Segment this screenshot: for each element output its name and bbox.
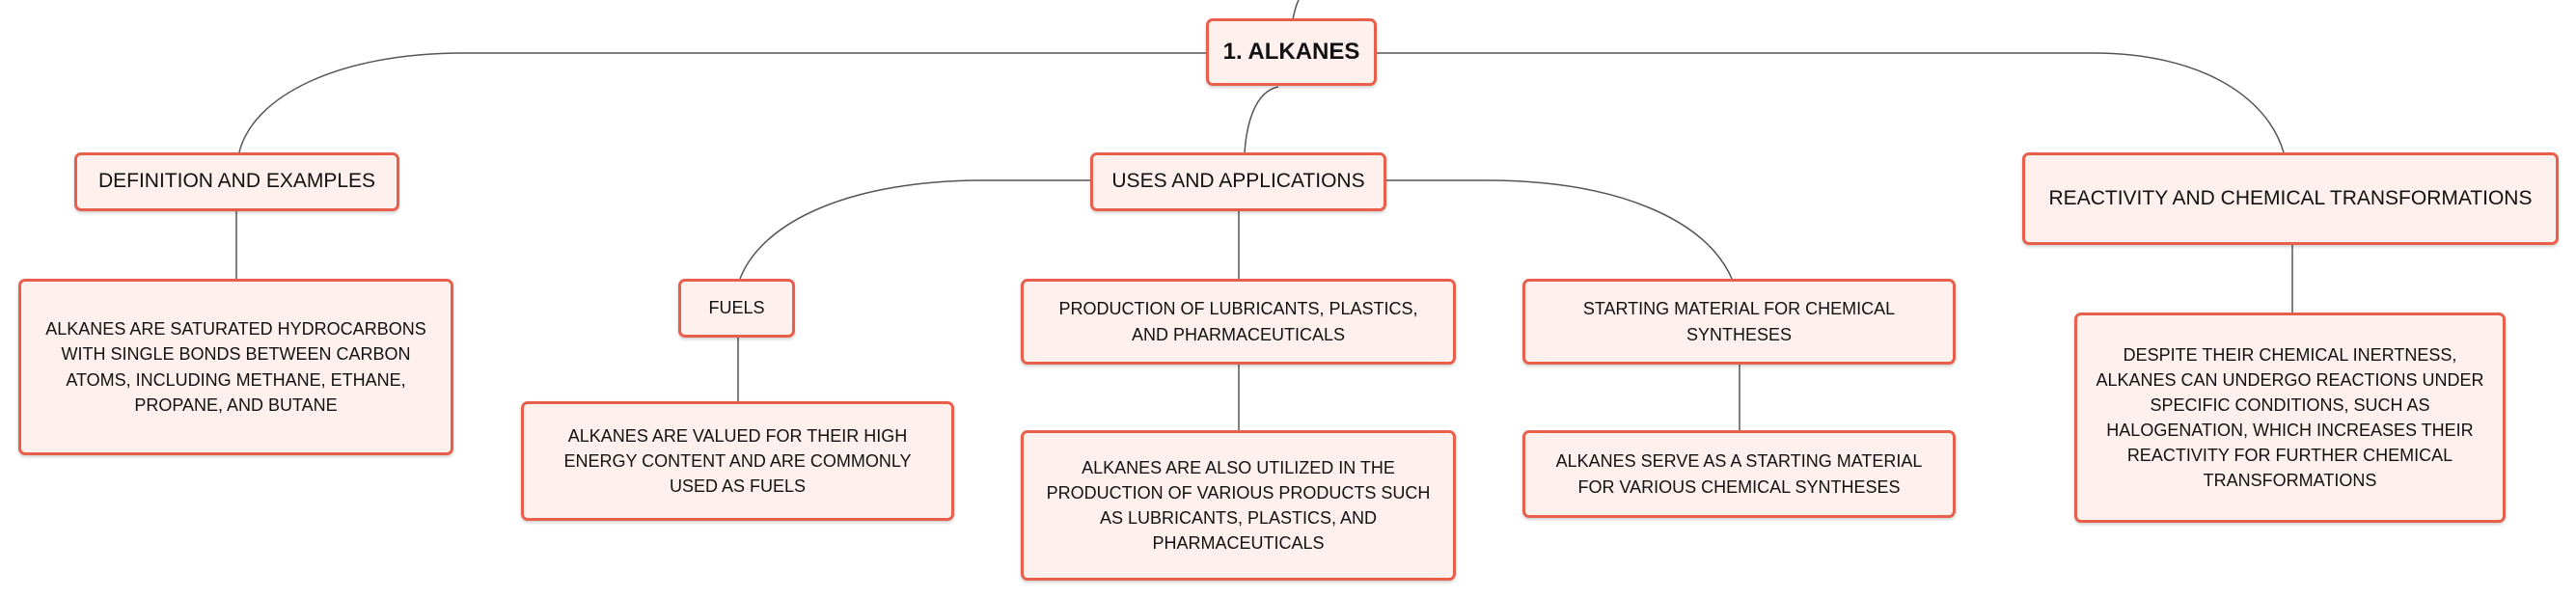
detail-reactivity[interactable]: DESPITE THEIR CHEMICAL INERTNESS, ALKANE… (2074, 313, 2506, 523)
subtopic-starting[interactable]: STARTING MATERIAL FOR CHEMICAL SYNTHESES (1522, 279, 1956, 365)
detail-production-text: ALKANES ARE ALSO UTILIZED IN THE PRODUCT… (1046, 457, 1431, 554)
connector-uses-fuels (739, 179, 1092, 280)
connector-root-uses (1244, 86, 1279, 153)
root-node[interactable]: 1. ALKANES (1206, 18, 1377, 86)
detail-starting-text: ALKANES SERVE AS A STARTING MATERIAL FOR… (1555, 451, 1923, 497)
connector-root-reactivity (1377, 52, 2285, 153)
subtopic-starting-label: STARTING MATERIAL FOR CHEMICAL SYNTHESES (1582, 299, 1896, 344)
detail-reactivity-text: DESPITE THEIR CHEMICAL INERTNESS, ALKANE… (2096, 344, 2484, 491)
connector-root-definition (238, 52, 1208, 153)
topic-uses-label: USES AND APPLICATIONS (1111, 170, 1365, 193)
topic-reactivity[interactable]: REACTIVITY AND CHEMICAL TRANSFORMATIONS (2022, 152, 2559, 245)
topic-reactivity-label: REACTIVITY AND CHEMICAL TRANSFORMATIONS (2048, 186, 2533, 209)
topic-definition-label: DEFINITION AND EXAMPLES (97, 170, 376, 193)
detail-fuels-text: ALKANES ARE VALUED FOR THEIR HIGH ENERGY… (563, 425, 912, 497)
subtopic-production-label: PRODUCTION OF LUBRICANTS, PLASTICS, AND … (1058, 299, 1418, 344)
detail-production[interactable]: ALKANES ARE ALSO UTILIZED IN THE PRODUCT… (1021, 430, 1456, 581)
subtopic-fuels[interactable]: FUELS (678, 279, 795, 338)
subtopic-production[interactable]: PRODUCTION OF LUBRICANTS, PLASTICS, AND … (1021, 279, 1456, 365)
subtopic-fuels-label: FUELS (708, 298, 765, 318)
detail-starting[interactable]: ALKANES SERVE AS A STARTING MATERIAL FOR… (1522, 430, 1956, 518)
root-label: 1. ALKANES (1222, 38, 1360, 65)
topic-uses[interactable]: USES AND APPLICATIONS (1090, 152, 1386, 211)
detail-definition[interactable]: ALKANES ARE SATURATED HYDROCARBONS WITH … (18, 279, 453, 455)
topic-definition[interactable]: DEFINITION AND EXAMPLES (74, 152, 399, 211)
connector-uses-starting (1386, 179, 1733, 280)
detail-definition-text: ALKANES ARE SATURATED HYDROCARBONS WITH … (45, 319, 426, 415)
detail-fuels[interactable]: ALKANES ARE VALUED FOR THEIR HIGH ENERGY… (521, 401, 954, 521)
connector-root-parent (1292, 0, 1300, 20)
